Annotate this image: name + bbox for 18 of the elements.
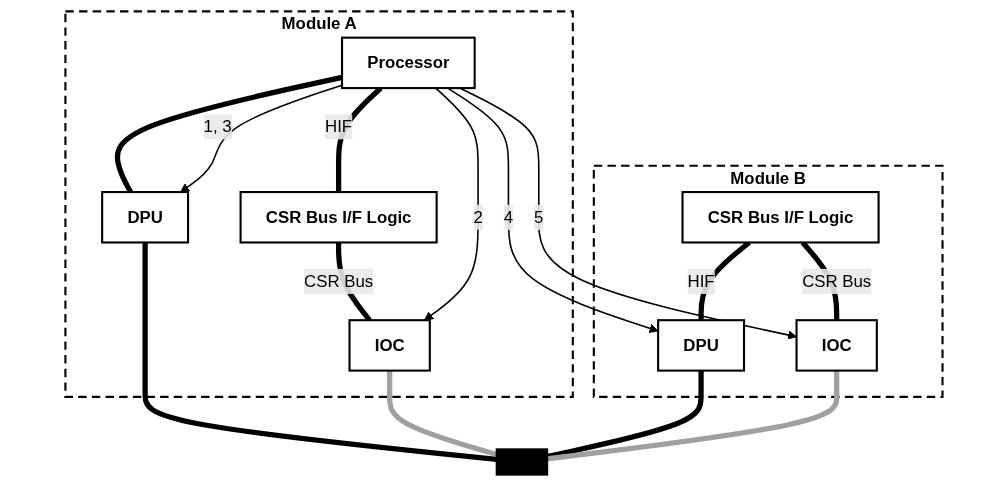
node-box: CSR Bus I/F Logic [681, 191, 880, 244]
node-bar [495, 448, 548, 476]
edge-label: 5 [533, 207, 544, 226]
edge-label: CSR Bus [801, 271, 871, 290]
edge-label: 4 [503, 207, 513, 226]
edge-label: HIF [324, 117, 352, 136]
node-box: DPU [100, 191, 189, 244]
node-box: Processor [340, 36, 476, 90]
edge-label: 1, 3 [203, 117, 232, 136]
connector [386, 370, 497, 458]
edge-label: HIF [687, 271, 715, 290]
node-box: IOC [348, 319, 431, 372]
connector [546, 370, 839, 462]
edge-label: 2 [472, 207, 483, 226]
node-box: DPU [656, 319, 745, 372]
node-box: CSR Bus I/F Logic [239, 191, 438, 244]
node-box: IOC [795, 319, 878, 372]
edge-label: CSR Bus [303, 271, 373, 290]
